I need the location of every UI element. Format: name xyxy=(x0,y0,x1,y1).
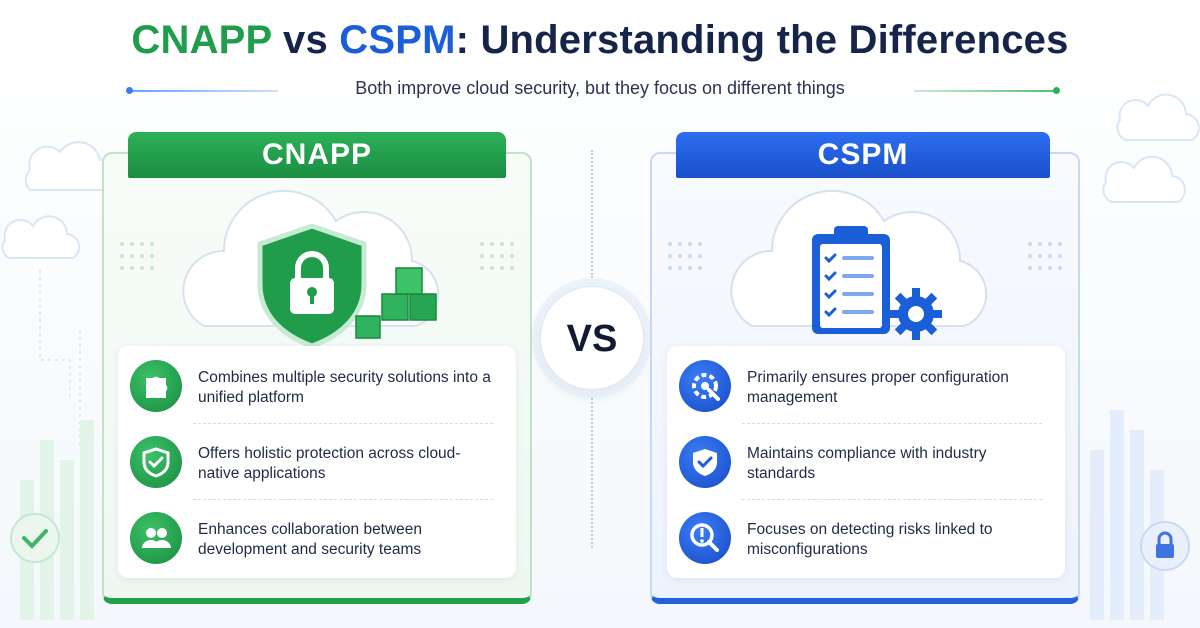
clipboard-checklist-icon xyxy=(812,226,890,334)
subtitle-rule-right xyxy=(914,90,1056,92)
cnapp-item-text: Offers holistic protection across cloud-… xyxy=(198,445,461,482)
title-vs: vs xyxy=(271,18,340,62)
divider xyxy=(742,423,1042,424)
list-item: Focuses on detecting risks linked to mis… xyxy=(667,500,1065,574)
cnapp-item-text: Combines multiple security solutions int… xyxy=(198,369,491,406)
subtitle-dot-left xyxy=(126,87,133,94)
puzzle-icon xyxy=(130,360,182,412)
title-cspm: CSPM xyxy=(339,18,456,62)
gear-icon xyxy=(890,288,942,340)
cspm-item-text: Focuses on detecting risks linked to mis… xyxy=(747,521,993,558)
team-icon xyxy=(130,512,182,564)
subtitle-row: Both improve cloud security, but they fo… xyxy=(0,78,1200,102)
subtitle-dot-right xyxy=(1053,87,1060,94)
page-title: CNAPP vs CSPM: Understanding the Differe… xyxy=(0,18,1200,63)
cubes-icon xyxy=(355,267,437,339)
cspm-item-text: Primarily ensures proper configuration m… xyxy=(747,369,1009,406)
cspm-item-text: Maintains compliance with industry stand… xyxy=(747,445,987,482)
title-cnapp: CNAPP xyxy=(131,18,272,62)
cloud-icon xyxy=(1116,93,1200,141)
cnapp-item-text: Enhances collaboration between developme… xyxy=(198,521,423,558)
cnapp-illustration xyxy=(120,189,514,346)
cloud-icon xyxy=(24,141,120,191)
cnapp-feature-list: Combines multiple security solutions int… xyxy=(118,346,516,578)
title-rest: : Understanding the Differences xyxy=(455,18,1069,62)
list-item: Combines multiple security solutions int… xyxy=(118,348,516,422)
list-item: Enhances collaboration between developme… xyxy=(118,500,516,574)
divider xyxy=(193,499,493,500)
divider xyxy=(742,499,1042,500)
check-circle-icon xyxy=(10,513,60,563)
cloud-icon xyxy=(1102,155,1186,203)
magnifier-alert-icon xyxy=(679,512,731,564)
vs-connector-top xyxy=(591,150,593,278)
shield-check-icon xyxy=(130,436,182,488)
cspm-tab: CSPM xyxy=(676,132,1050,178)
vs-badge: VS xyxy=(540,286,644,390)
wrench-gear-icon xyxy=(679,360,731,412)
cloud-icon xyxy=(1,215,81,259)
right-background-decoration xyxy=(1090,93,1200,620)
subtitle-rule-left xyxy=(130,90,278,92)
cspm-illustration xyxy=(668,189,1062,340)
list-item: Primarily ensures proper configuration m… xyxy=(667,348,1065,422)
shield-lock-icon xyxy=(257,223,367,346)
left-background-decoration xyxy=(1,141,120,620)
shield-check-icon xyxy=(679,436,731,488)
vs-connector-bottom xyxy=(591,398,593,548)
page-subtitle: Both improve cloud security, but they fo… xyxy=(355,78,845,98)
cnapp-tab: CNAPP xyxy=(128,132,506,178)
list-item: Maintains compliance with industry stand… xyxy=(667,424,1065,498)
divider xyxy=(193,423,493,424)
list-item: Offers holistic protection across cloud-… xyxy=(118,424,516,498)
cspm-feature-list: Primarily ensures proper configuration m… xyxy=(667,346,1065,578)
